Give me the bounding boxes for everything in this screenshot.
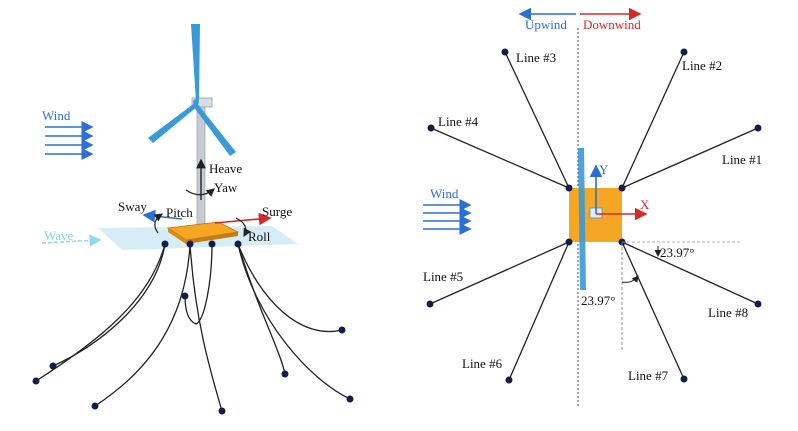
right-wind-arrows — [423, 199, 472, 235]
mooring-lines-plan — [429, 51, 759, 381]
pitch-label: Pitch — [166, 205, 193, 220]
left-wind-arrows — [45, 121, 94, 160]
turbine-blades — [148, 24, 236, 156]
surge-label: Surge — [262, 204, 292, 219]
line-7-label: Line #7 — [628, 368, 669, 383]
line-1-label: Line #1 — [722, 152, 762, 167]
roll-label: Roll — [248, 229, 271, 244]
anchor-points-plan — [426, 48, 762, 384]
line-6-label: Line #6 — [462, 356, 503, 371]
right-panel: Upwind Downwind Wind — [423, 7, 762, 406]
angle-label-1: 23.97° — [660, 245, 694, 260]
line-3-label: Line #3 — [516, 50, 556, 65]
line-5-label: Line #5 — [423, 269, 463, 284]
right-wind-label: Wind — [430, 186, 459, 201]
mooring-lines-3d — [35, 243, 351, 412]
sway-label: Sway — [118, 199, 147, 214]
line-8-label: Line #8 — [708, 305, 748, 320]
line-2-label: Line #2 — [682, 58, 722, 73]
downwind-label: Downwind — [583, 17, 641, 32]
angle-label-2: 23.97° — [581, 293, 615, 308]
turbine-nacelle — [191, 97, 213, 108]
axis-x-label: X — [640, 197, 650, 212]
anchor-points-3d — [32, 240, 354, 415]
wave-label: Wave — [44, 228, 73, 243]
heave-label: Heave — [209, 161, 242, 176]
yaw-label: Yaw — [214, 180, 238, 195]
left-panel: Wind Wave Heave Yaw Sway Pitch — [32, 24, 354, 415]
axis-y-label: Y — [599, 162, 609, 177]
line-4-label: Line #4 — [438, 114, 479, 129]
upwind-label: Upwind — [525, 17, 567, 32]
left-wind-label: Wind — [42, 108, 71, 123]
floating-platform — [166, 221, 240, 244]
